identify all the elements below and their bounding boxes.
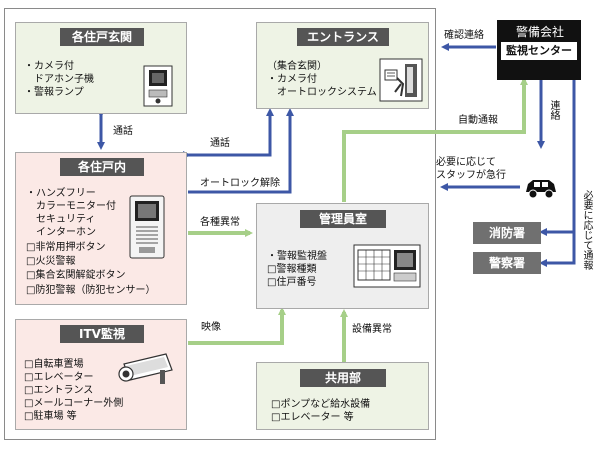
patrol-car-icon [523,174,559,200]
itv-line-1: □自転車置場 [24,359,84,370]
box-manager-room: 管理員室 ・警報監視盤 □警報種類 □住戸番号 [256,203,429,309]
entrance-line-2: ・カメラ付 [267,74,317,85]
common-line-1: □ポンプなど給水設備 [271,399,371,410]
label-auto-report: 自動通報 [458,115,498,126]
label-staff-rush-2: スタッフが急行 [436,170,506,181]
unit-inside-line-7: □集合玄関解錠ボタン [26,270,126,281]
manager-room-line-3: □住戸番号 [267,277,317,288]
manager-room-line-1: ・警報監視盤 [267,251,327,262]
arrow-autolock-release [188,108,294,194]
manager-room-line-2: □警報種類 [267,264,317,275]
entrance-doors-line-3: ・警報ランプ [24,87,84,98]
itv-line-5: □駐車場 等 [24,411,77,422]
common-title: 共用部 [300,369,386,387]
itv-line-2: □エレベーター [24,372,94,383]
unit-inside-line-1: ・ハンズフリー [26,188,96,199]
label-contact: 連絡 [548,100,559,120]
label-as-needed-report: 必要に応じて通報 [581,190,592,270]
label-confirm: 確認連絡 [444,30,484,41]
box-common: 共用部 □ポンプなど給水設備 □エレベーター 等 [256,362,429,430]
itv-title: ITV監視 [60,325,144,343]
box-unit-inside: 各住戸内 ・ハンズフリー カラーモニター付 セキュリティ インターホン □非常用… [15,152,187,305]
fire-station-box: 消防署 [473,222,541,244]
label-equipment-alarm: 設備異常 [352,324,392,335]
unit-inside-line-3: セキュリティ [26,214,96,225]
box-entrance-doors: 各住戸玄関 ・カメラ付 ドアホン子機 ・警報ランプ [15,22,187,114]
system-frame [4,8,436,440]
manager-room-title: 管理員室 [300,210,386,228]
security-camera-icon [118,353,173,384]
doorphone-icon [143,65,173,107]
security-company-box: 警備会社 監視センター [497,20,581,80]
unit-inside-title: 各住戸内 [60,158,144,176]
alarm-panel-icon [353,244,421,288]
label-talk-2: 通話 [210,138,230,149]
box-entrance: エントランス （集合玄関） ・カメラ付 オートロックシステム [256,22,429,109]
unit-inside-line-2: カラーモニター付 [26,201,116,212]
label-talk-1: 通話 [113,126,133,137]
arrow-video [188,307,286,345]
common-line-2: □エレベーター 等 [271,412,354,423]
entrance-doors-line-2: ドアホン子機 [24,74,94,85]
police-station-box: 警察署 [473,252,541,274]
entrance-line-1: （集合玄関） [267,61,327,72]
intercom-icon [129,195,165,259]
arrow-to-police [539,232,576,267]
unit-inside-line-5: □非常用押ボタン [26,242,106,253]
entrance-line-3: オートロックシステム [267,87,377,98]
itv-line-3: □エントランス [24,385,94,396]
box-itv: ITV監視 □自転車置場 □エレベーター □エントランス □メールコーナー外側 … [15,319,187,430]
entrance-doors-title: 各住戸玄関 [60,28,144,46]
unit-inside-line-6: □火災警報 [26,256,76,267]
arrow-talk-entrance [183,108,274,159]
security-company-name: 警備会社 [515,25,564,39]
label-video: 映像 [201,322,221,333]
autolock-door-icon [379,58,423,102]
label-autolock-release: オートロック解除 [200,178,280,189]
unit-inside-line-8: □防犯警報（防犯センサー） [26,285,156,296]
entrance-title: エントランス [297,28,389,46]
itv-line-4: □メールコーナー外側 [24,398,124,409]
label-various-alarms: 各種異常 [200,217,240,228]
unit-inside-line-4: インターホン [26,227,96,238]
label-staff-rush-1: 必要に応じて [436,157,496,168]
arrow-auto-report [342,77,528,202]
monitoring-center-label: 監視センター [501,42,577,60]
entrance-doors-line-1: ・カメラ付 [24,61,74,72]
